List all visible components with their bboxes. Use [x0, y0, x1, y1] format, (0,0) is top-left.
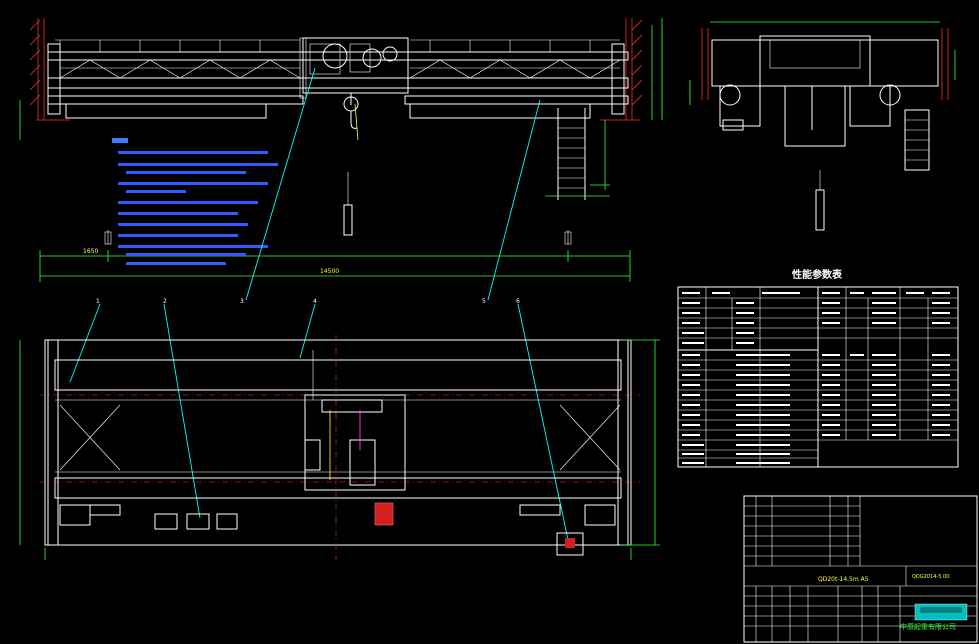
elevation-view: 1650 14500	[19, 18, 663, 541]
balloon-1: 1	[96, 298, 100, 305]
drawing-number: QDG2014-5.00	[912, 574, 949, 580]
left-wall	[29, 18, 70, 121]
elevation-dimensions	[19, 18, 663, 282]
trolley	[299, 37, 409, 141]
right-wall	[600, 18, 643, 121]
leader-lines	[69, 67, 569, 541]
side-view	[689, 21, 956, 231]
technical-notes	[112, 138, 278, 265]
part-balloons: 1 2 3 4 5 6	[96, 298, 520, 305]
dim-14500: 14500	[320, 268, 339, 275]
performance-table: 性能参数表	[677, 268, 959, 468]
company-logo-icon	[914, 603, 968, 621]
access-ladder	[557, 108, 586, 200]
title-block: QD20t-14.5m A5 QDG2014-5.00 中原起重有限公司	[743, 495, 978, 643]
balloon-3: 3	[240, 298, 244, 305]
dim-1650: 1650	[83, 248, 98, 255]
balloon-6: 6	[516, 298, 520, 305]
company-name: 中原起重有限公司	[900, 622, 956, 631]
performance-table-title: 性能参数表	[791, 268, 843, 281]
drawing-name: QD20t-14.5m A5	[818, 576, 869, 583]
balloon-2: 2	[163, 298, 167, 305]
balloon-5: 5	[482, 298, 486, 305]
girder-truss	[47, 39, 629, 119]
balloon-4: 4	[313, 298, 317, 305]
pendant-controls	[104, 172, 572, 245]
plan-view	[19, 335, 660, 560]
